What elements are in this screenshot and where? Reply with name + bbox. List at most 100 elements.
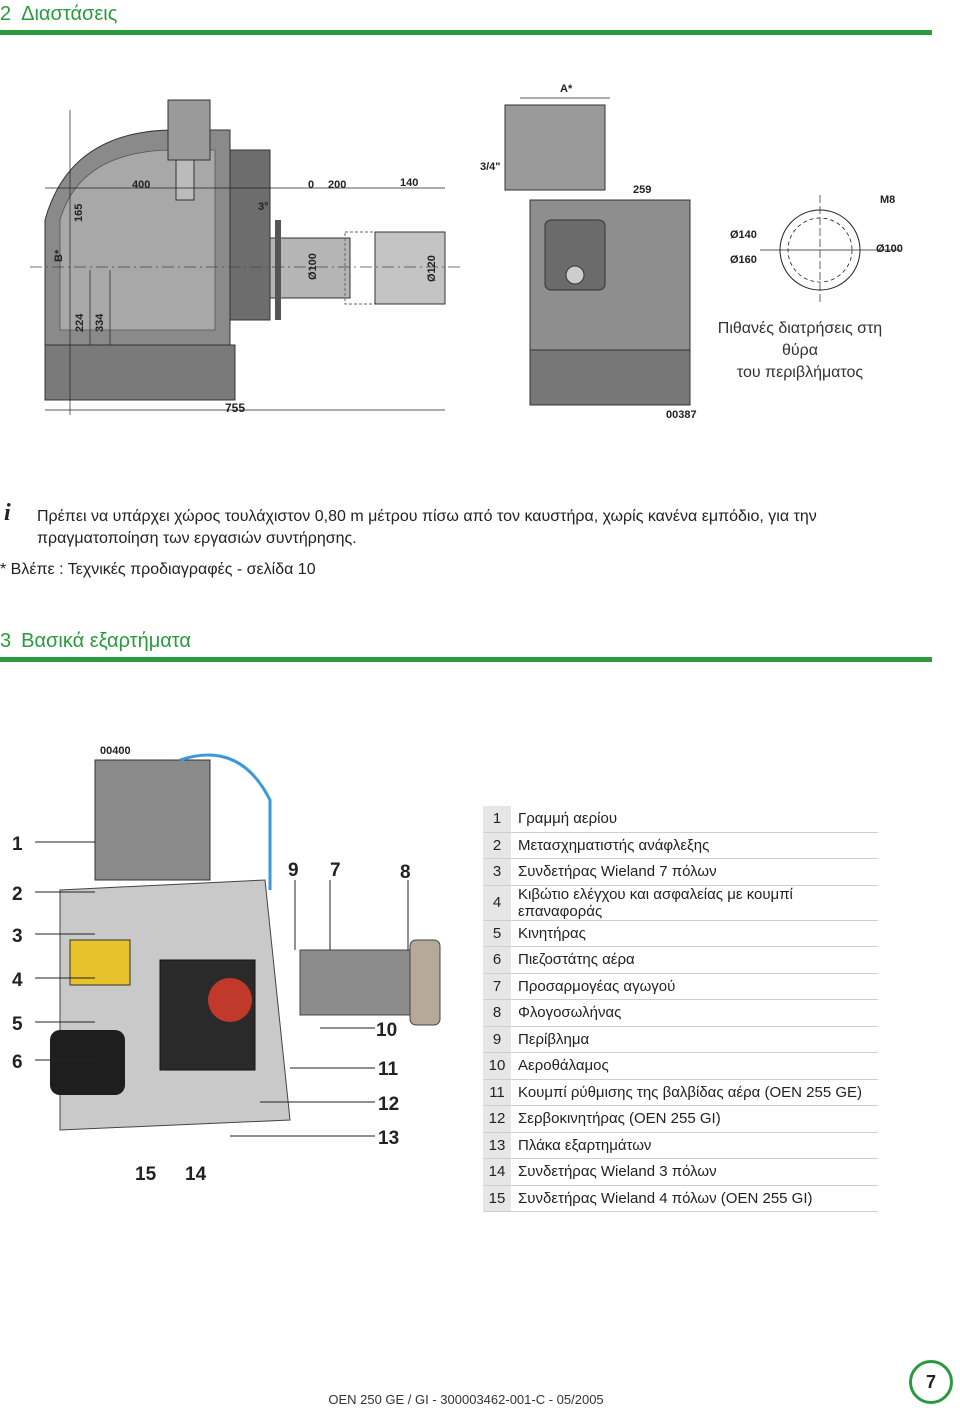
callout-7: 7	[330, 860, 341, 881]
info-text: Πρέπει να υπάρχει χώρος τουλάχιστον 0,80…	[37, 508, 817, 547]
burner-front-view: A* 3/4" 259 00387	[480, 83, 697, 421]
part-description: Κινητήρας	[511, 920, 878, 947]
section-title-text: Διαστάσεις	[21, 3, 118, 25]
drilling-template: M8 Ø140 Ø160 Ø100	[730, 194, 903, 305]
ref-number: 00387	[666, 409, 697, 421]
footer-doc-ref: OEN 250 GE / GI - 300003462-001-C - 05/2…	[328, 1392, 604, 1407]
dim-224: 224	[74, 313, 86, 332]
dim-o160: Ø160	[730, 254, 757, 266]
part-number: 4	[483, 885, 511, 921]
dim-165: 165	[73, 204, 85, 222]
part-number: 12	[483, 1105, 511, 1133]
part-number: 1	[483, 806, 511, 833]
dim-o100-right: Ø100	[876, 243, 903, 255]
callout-12: 12	[378, 1094, 399, 1115]
section-rule	[0, 657, 932, 662]
dim-a: A*	[560, 83, 573, 95]
dim-0: 0	[308, 179, 314, 191]
dim-200: 200	[328, 179, 346, 191]
section-2-title: 2 Διαστάσεις	[0, 3, 117, 26]
callout-5: 5	[12, 1014, 23, 1035]
dim-334: 334	[94, 313, 106, 332]
drill-caption: Πιθανές διατρήσεις στη θύρα του περιβλήμ…	[700, 318, 900, 384]
dim-34: 3/4"	[480, 161, 501, 173]
part-number: 15	[483, 1185, 511, 1212]
part-number: 7	[483, 973, 511, 1000]
part-number: 6	[483, 946, 511, 974]
part-description: Γραμμή αερίου	[511, 806, 878, 833]
part-number: 10	[483, 1052, 511, 1080]
dim-140: 140	[400, 177, 418, 189]
section-rule	[0, 30, 932, 35]
section-3-title: 3 Βασικά εξαρτήματα	[0, 630, 191, 653]
dim-m8: M8	[880, 194, 895, 206]
dimension-drawing: 400 3° 0 200 140 755 B* 165 224 334 Ø100…	[30, 83, 903, 421]
dim-259: 259	[633, 184, 651, 196]
part-description: Συνδετήρας Wieland 4 πόλων (OEN 255 GI)	[511, 1185, 878, 1212]
dim-o140: Ø140	[730, 229, 757, 241]
part-description: Φλογοσωλήνας	[511, 999, 878, 1027]
dim-400: 400	[132, 179, 150, 191]
callout-11: 11	[378, 1059, 399, 1080]
dim-3deg: 3°	[258, 201, 269, 213]
section-title-text: Βασικά εξαρτήματα	[21, 630, 191, 652]
callout-14: 14	[185, 1164, 207, 1185]
part-description: Συνδετήρας Wieland 3 πόλων	[511, 1158, 878, 1186]
callout-9: 9	[288, 860, 299, 881]
photo-ref: 00400	[100, 745, 131, 757]
part-number: 13	[483, 1132, 511, 1159]
callout-3: 3	[12, 926, 23, 947]
callout-13: 13	[378, 1128, 399, 1149]
part-description: Περίβλημα	[511, 1026, 878, 1053]
callout-4: 4	[12, 970, 23, 991]
section-number: 3	[0, 630, 12, 652]
part-number: 8	[483, 999, 511, 1027]
part-description: Αεροθάλαμος	[511, 1052, 878, 1080]
part-number: 3	[483, 858, 511, 886]
see-note: * Βλέπε : Τεχνικές προδιαγραφές - σελίδα…	[0, 561, 316, 578]
part-description: Πιεζοστάτης αέρα	[511, 946, 878, 974]
dim-o100: Ø100	[307, 253, 319, 280]
part-description: Σερβοκινητήρας (OEN 255 GI)	[511, 1105, 878, 1133]
part-number: 2	[483, 832, 511, 859]
callout-6: 6	[12, 1052, 23, 1073]
part-description: Προσαρμογέας αγωγού	[511, 973, 878, 1000]
callout-2: 2	[12, 884, 23, 905]
callout-1: 1	[12, 834, 23, 855]
callout-8: 8	[400, 862, 411, 883]
dim-b: B*	[53, 249, 65, 262]
part-description: Συνδετήρας Wieland 7 πόλων	[511, 858, 878, 886]
part-number: 9	[483, 1026, 511, 1053]
part-description: Κουμπί ρύθμισης της βαλβίδας αέρα (OEN 2…	[511, 1079, 878, 1106]
part-description: Κιβώτιο ελέγχου και ασφαλείας με κουμπί …	[511, 885, 878, 921]
burner-photo: 00400 1 2 3 4 5 6 7 8 9 10 11 12 13 14 1…	[12, 745, 441, 1185]
part-description: Μετασχηματιστής ανάφλεξης	[511, 832, 878, 859]
burner-side-view: 400 3° 0 200 140 755 B* 165 224 334 Ø100…	[30, 99, 460, 415]
part-number: 14	[483, 1158, 511, 1186]
part-number: 11	[483, 1079, 511, 1106]
callout-15: 15	[135, 1164, 157, 1185]
drill-caption-line-1: Πιθανές διατρήσεις στη θύρα	[717, 320, 883, 359]
section-number: 2	[0, 3, 12, 25]
part-description: Πλάκα εξαρτημάτων	[511, 1132, 878, 1159]
dim-o120: Ø120	[426, 255, 438, 282]
callout-10: 10	[376, 1020, 397, 1041]
dim-755: 755	[225, 401, 245, 415]
